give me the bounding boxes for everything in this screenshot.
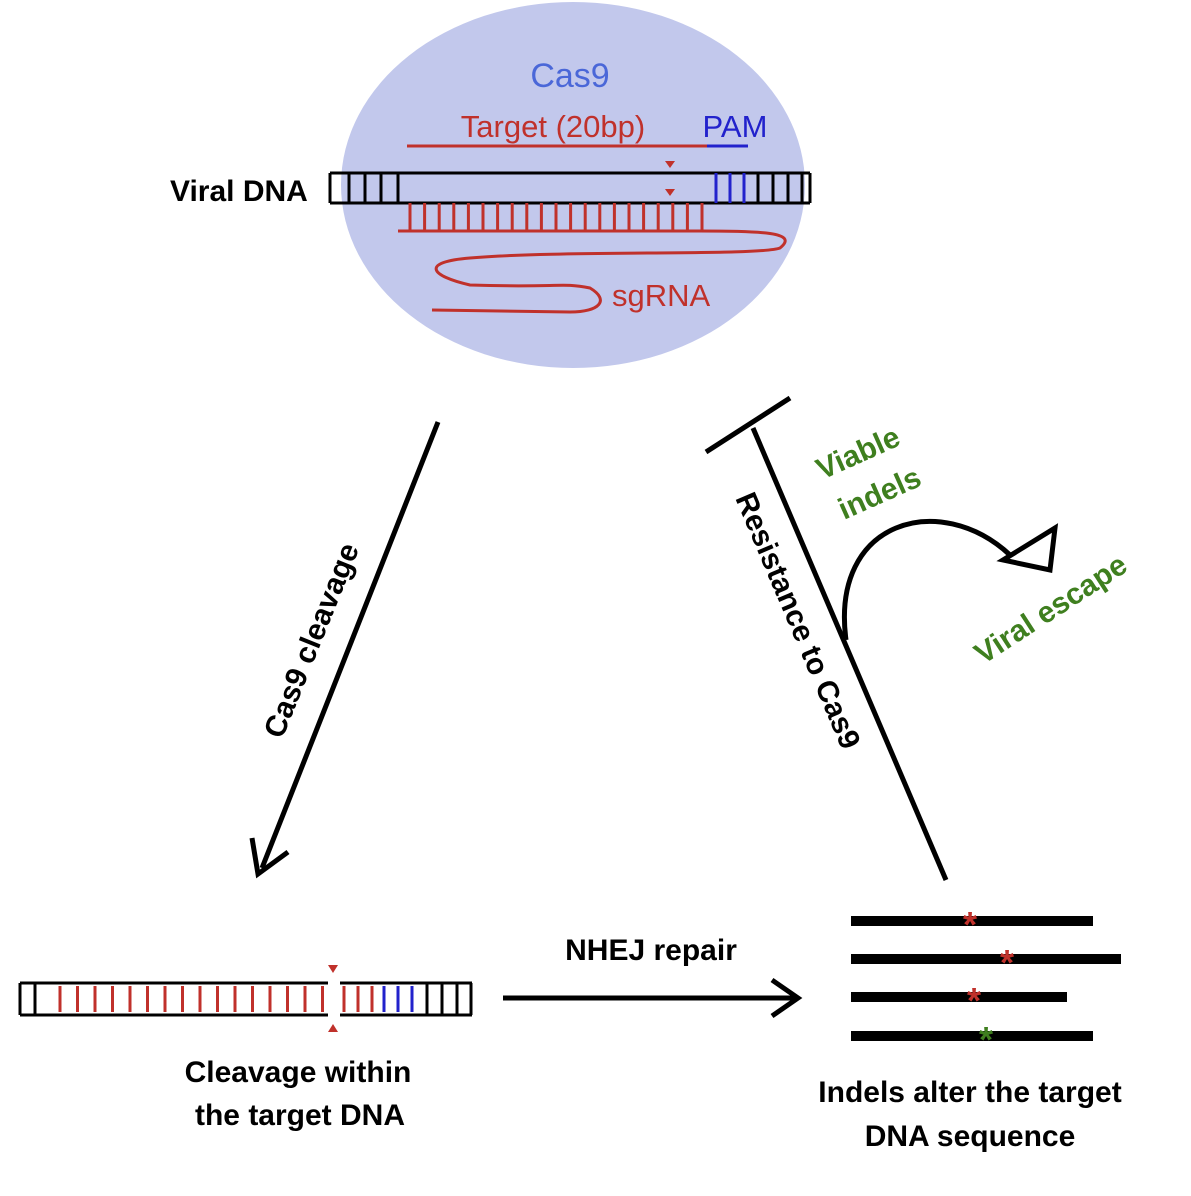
sgrna-label: sgRNA: [612, 278, 711, 313]
indel-mutation-mark: *: [979, 1019, 993, 1060]
cas9-label: Cas9: [530, 57, 609, 95]
sgrna-loop: [398, 229, 787, 314]
indels-caption-line1: Indels alter the target: [818, 1076, 1121, 1109]
cut-marker-bottom: [665, 189, 675, 196]
viable-escape-arrow: [841, 519, 1059, 641]
cas9-ellipse: [341, 2, 805, 368]
pam-label: PAM: [703, 109, 768, 144]
cas9-cleavage-arrow: [249, 421, 441, 879]
resistance-inhibition-line: [704, 395, 949, 881]
cleavage-caption-line1: Cleavage within: [185, 1056, 412, 1089]
nhej-label: NHEJ repair: [565, 934, 737, 967]
indel-mutation-mark: *: [967, 980, 981, 1021]
cleave-marker-bottom: [328, 1024, 338, 1032]
indel-strands: ****: [851, 904, 1121, 1060]
nhej-arrow: [503, 977, 803, 1019]
target-label: Target (20bp): [461, 109, 645, 144]
indel-mutation-mark: *: [1000, 942, 1014, 983]
cleavage-caption-line2: the target DNA: [195, 1099, 405, 1132]
cleave-marker-top: [328, 965, 338, 973]
cut-marker-top: [665, 161, 675, 168]
viral-dna-label: Viral DNA: [170, 175, 308, 208]
sgrna-strand: [408, 203, 704, 231]
cleaved-dna: [18, 981, 473, 1017]
indel-mutation-mark: *: [963, 904, 977, 945]
indels-caption-line2: DNA sequence: [865, 1120, 1076, 1153]
